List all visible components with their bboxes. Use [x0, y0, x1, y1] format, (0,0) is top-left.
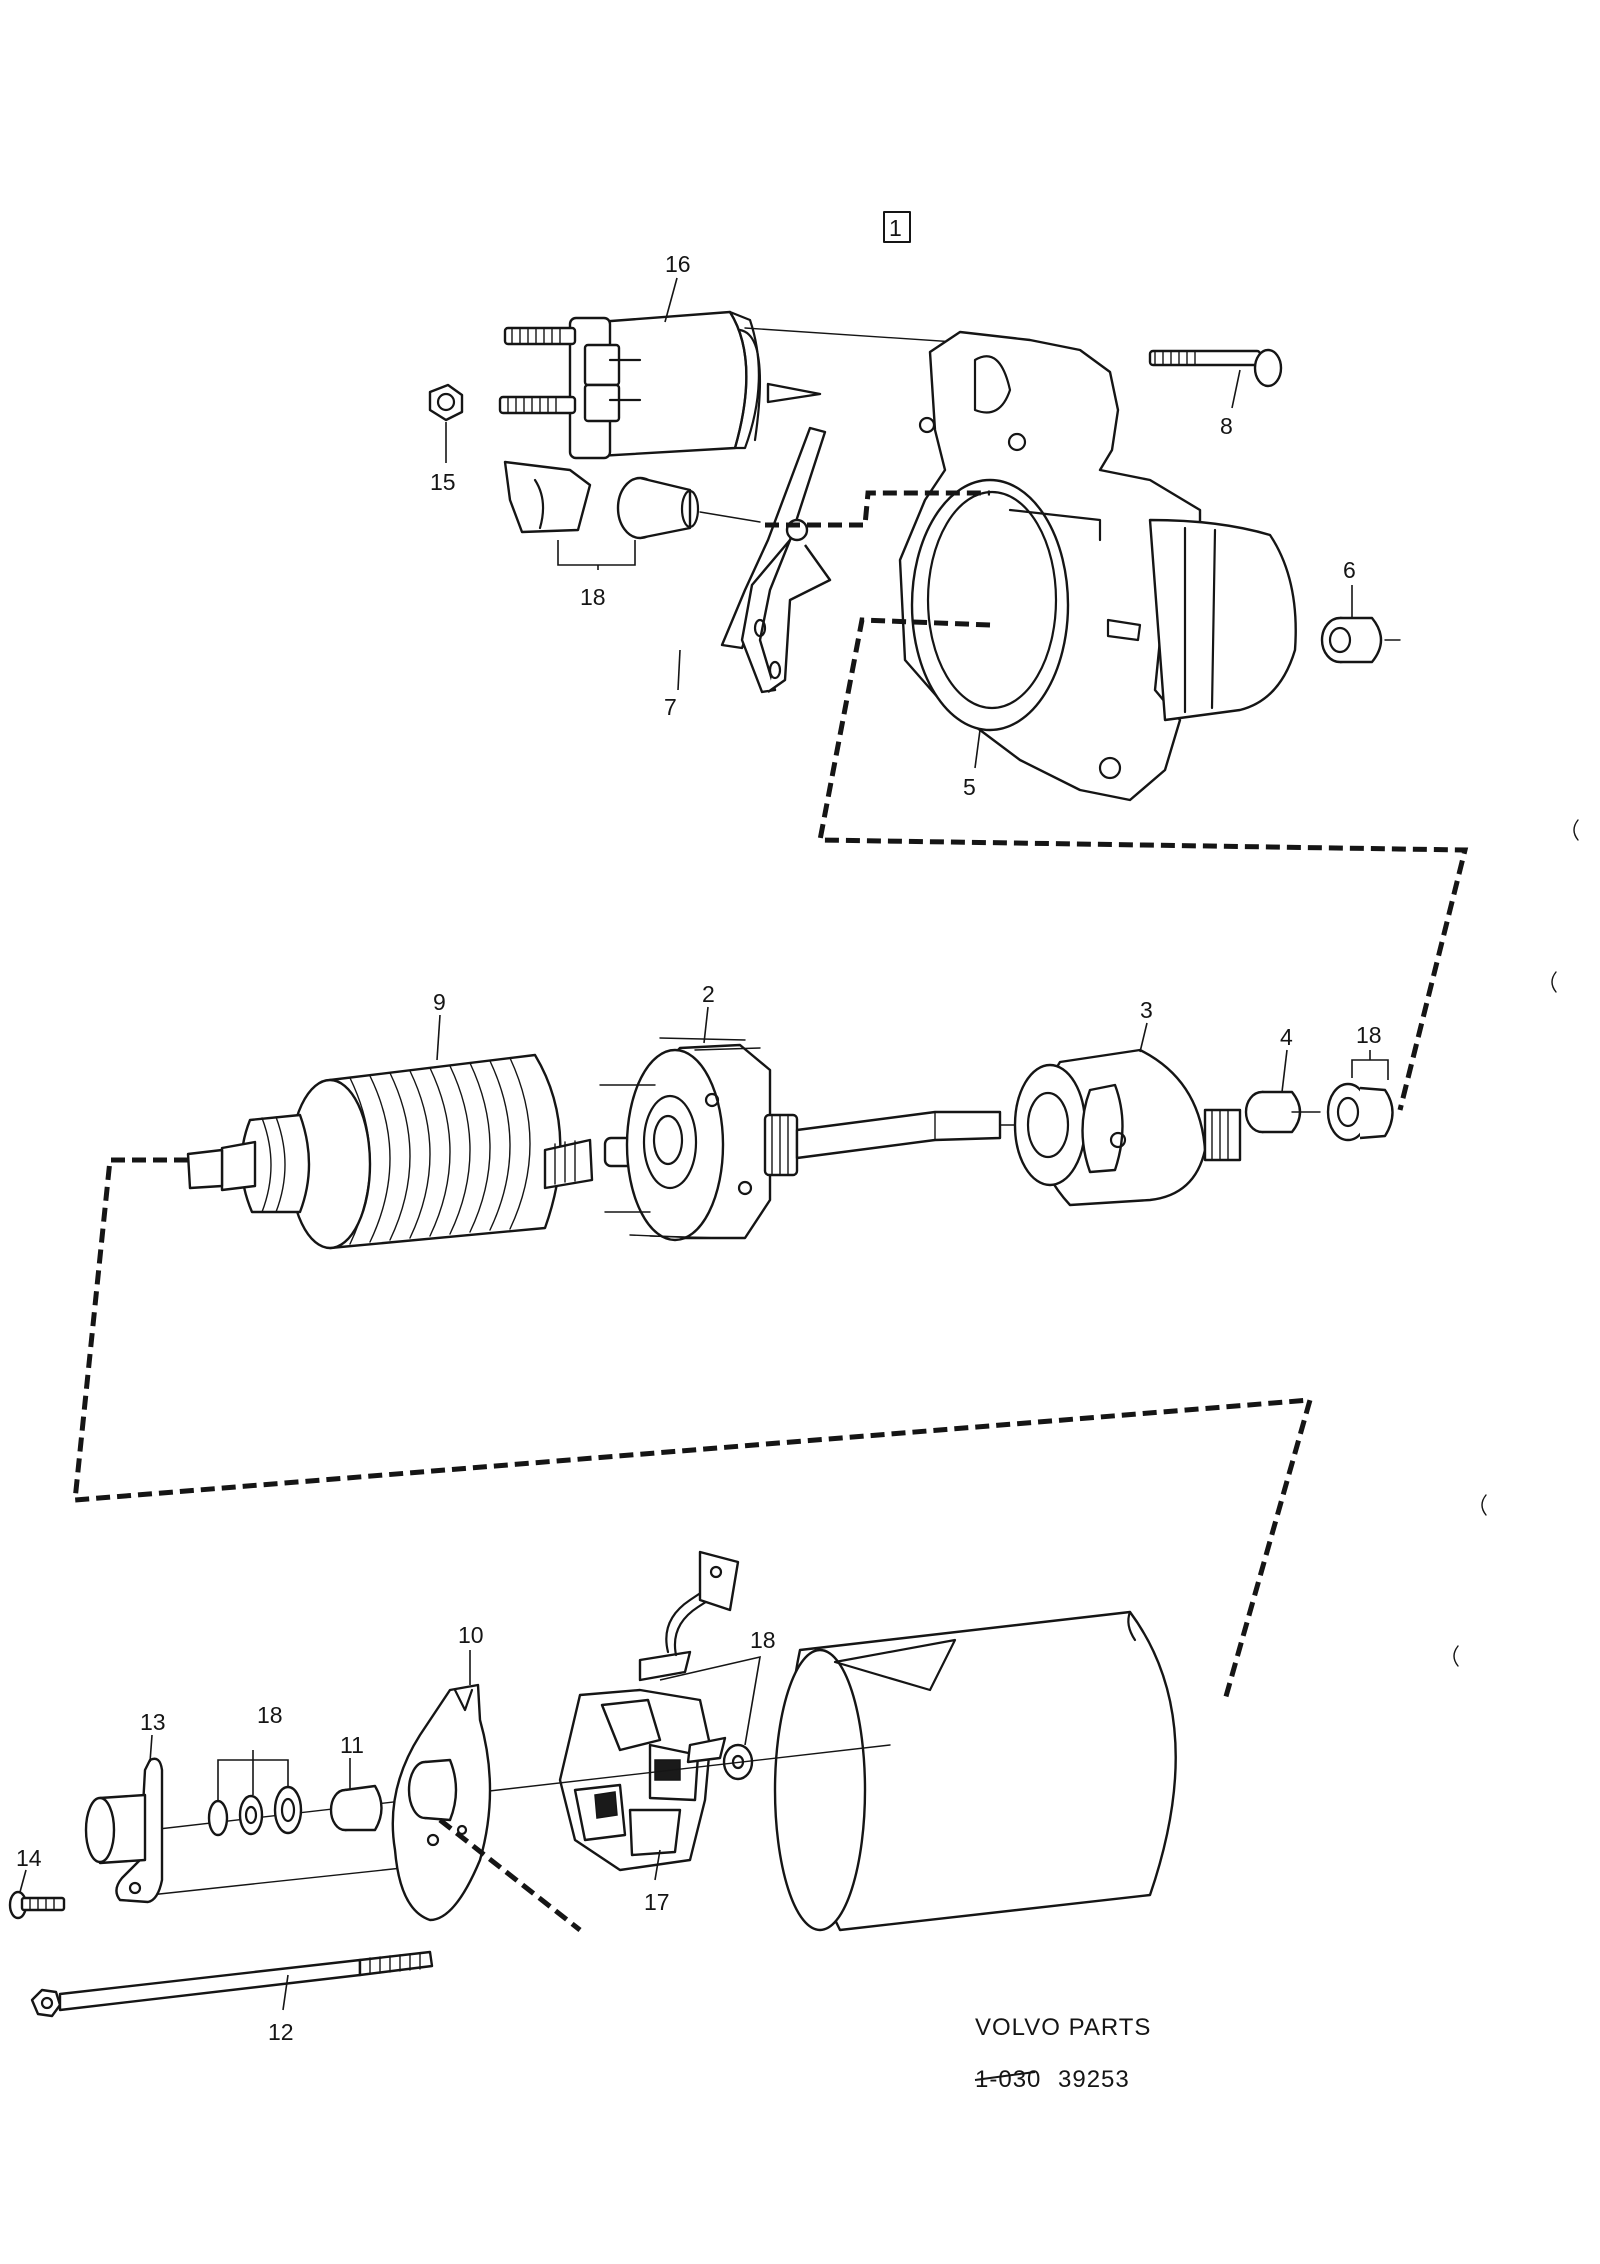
- callout-4: 4: [1280, 1024, 1293, 1050]
- callout-7: 7: [664, 694, 677, 720]
- contact-parts-18: [503, 460, 761, 540]
- screw-14: [8, 1890, 66, 1920]
- dashed-leader-end-shield: [438, 1818, 582, 1932]
- callout-18-contacts: 18: [580, 584, 606, 610]
- callout-17: 17: [644, 1889, 670, 1915]
- callout-12: 12: [268, 2019, 294, 2045]
- assembly-line-screw: [149, 1864, 431, 1896]
- callout-14: 14: [16, 1845, 42, 1871]
- armature-9: [186, 1053, 637, 1250]
- svg-text:1: 1: [889, 215, 902, 241]
- end-cap-13: [84, 1757, 164, 1904]
- callout-11: 11: [340, 1732, 364, 1758]
- bolt-8: [1148, 348, 1283, 388]
- callout-5: 5: [963, 774, 976, 800]
- drive-housing-5: [898, 330, 1297, 802]
- intermediate-bearing-2: [599, 1037, 799, 1242]
- dashed-leader-armature: [72, 1157, 1314, 1701]
- bushing-4: [1244, 1090, 1321, 1134]
- fork-lever-7: [720, 426, 832, 694]
- callout-15: 15: [430, 469, 456, 495]
- callout-3: 3: [1140, 997, 1153, 1023]
- callout-18-brush-washer: 18: [750, 1627, 776, 1653]
- callout-leaders: [19, 277, 1389, 2011]
- callout-6: 6: [1343, 557, 1356, 583]
- brush-holder-17: [558, 1550, 740, 1872]
- nut-15: [428, 383, 464, 422]
- margin-marks: [1453, 819, 1579, 1667]
- dashed-leader-lever: [765, 490, 990, 528]
- strike-line: [974, 2071, 1036, 2081]
- stator-frame: [773, 1610, 1177, 1932]
- callout-16: 16: [665, 251, 691, 277]
- footer-code: 39253: [1058, 2066, 1130, 2093]
- shaft: [795, 1110, 1021, 1160]
- bushing-6: [1320, 616, 1401, 664]
- footer-brand: VOLVO PARTS: [975, 2014, 1151, 2041]
- callout-9: 9: [433, 989, 446, 1015]
- solenoid-16: [498, 310, 822, 460]
- callout-18-washers: 18: [257, 1702, 283, 1728]
- group-box: 1: [883, 211, 911, 243]
- footer-stamp: VOLVO PARTS 1-030 39253: [974, 2014, 1151, 2093]
- through-bolt-12: [30, 1950, 434, 2018]
- washers-18: [207, 1785, 303, 1837]
- pinion-clutch-3: [1013, 1048, 1242, 1207]
- callout-numbers: 16 15 18 7 8 6 5 9 2 3 4 18 10 13 18 11 …: [16, 251, 1382, 2045]
- callout-13: 13: [140, 1709, 166, 1735]
- stop-ring-18: [1326, 1082, 1394, 1142]
- bushing-11: [329, 1784, 383, 1832]
- callout-10: 10: [458, 1622, 484, 1648]
- assembly-line-shaft: [149, 1744, 891, 1831]
- callout-18-stop-ring: 18: [1356, 1022, 1382, 1048]
- callout-8: 8: [1220, 413, 1233, 439]
- dashed-leader-housing: [816, 617, 1469, 1111]
- callout-2: 2: [702, 981, 715, 1007]
- end-shield-10: [391, 1683, 492, 1922]
